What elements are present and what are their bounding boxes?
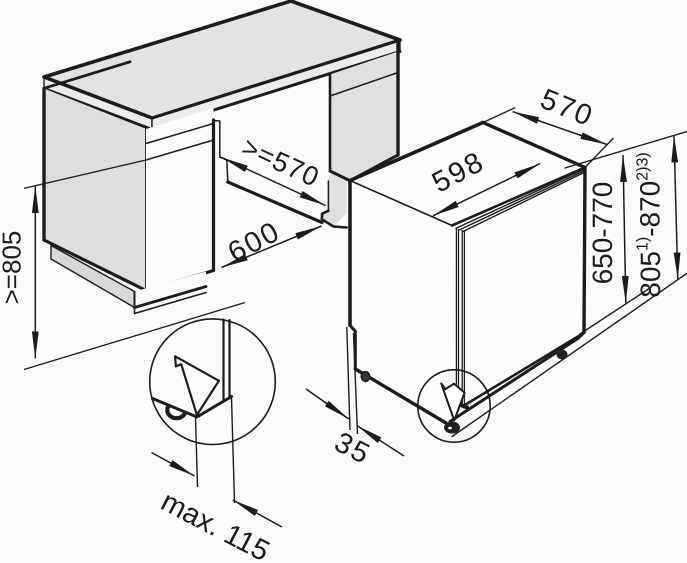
svg-text:650-770: 650-770 xyxy=(587,182,618,285)
svg-text:600: 600 xyxy=(223,215,286,269)
svg-text:570: 570 xyxy=(536,83,598,133)
svg-text:>=570: >=570 xyxy=(237,132,324,193)
svg-text:max. 115: max. 115 xyxy=(156,486,275,563)
svg-text:8051)-8702)3): 8051)-8702)3) xyxy=(635,152,666,297)
svg-text:>=805: >=805 xyxy=(0,231,26,305)
